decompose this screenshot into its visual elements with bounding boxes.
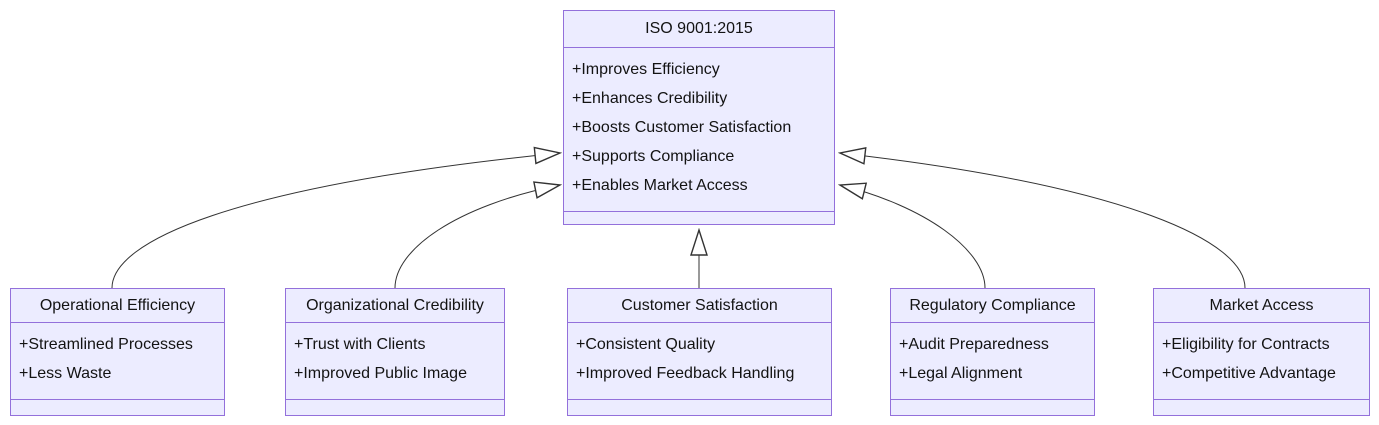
attribute-row: +Legal Alignment	[899, 365, 1023, 382]
edge-organizational-credibility-to-iso	[394, 185, 560, 289]
attribute-row: +Supports Compliance	[572, 148, 735, 165]
class-methods-empty-compartment	[568, 400, 831, 415]
class-title: Market Access	[1154, 289, 1369, 323]
class-box-iso-9001-2015: ISO 9001:2015 +Improves Efficiency +Enha…	[563, 10, 835, 225]
attribute-row: +Competitive Advantage	[1162, 365, 1336, 382]
edge-market-access-to-iso	[840, 153, 1246, 289]
class-title: Organizational Credibility	[286, 289, 504, 323]
class-methods-empty-compartment	[1154, 400, 1369, 415]
class-box-market-access: Market Access +Eligibility for Contracts…	[1153, 288, 1370, 416]
edge-operational-efficiency-to-iso	[111, 153, 560, 289]
class-attributes: +Trust with Clients +Improved Public Ima…	[286, 323, 504, 400]
attribute-row: +Enables Market Access	[572, 177, 748, 194]
class-title: Operational Efficiency	[11, 289, 224, 323]
class-methods-empty-compartment	[286, 400, 504, 415]
class-methods-empty-compartment	[11, 400, 224, 415]
class-box-customer-satisfaction: Customer Satisfaction +Consistent Qualit…	[567, 288, 832, 416]
class-title: Regulatory Compliance	[891, 289, 1094, 323]
class-box-operational-efficiency: Operational Efficiency +Streamlined Proc…	[10, 288, 225, 416]
edge-regulatory-compliance-to-iso	[840, 185, 986, 289]
attribute-row: +Trust with Clients	[294, 336, 426, 353]
class-attributes: +Improves Efficiency +Enhances Credibili…	[564, 48, 834, 212]
class-methods-empty-compartment	[891, 400, 1094, 415]
class-title: ISO 9001:2015	[564, 11, 834, 48]
class-box-organizational-credibility: Organizational Credibility +Trust with C…	[285, 288, 505, 416]
attribute-row: +Enhances Credibility	[572, 90, 728, 107]
class-attributes: +Audit Preparedness +Legal Alignment	[891, 323, 1094, 400]
class-title: Customer Satisfaction	[568, 289, 831, 323]
class-attributes: +Streamlined Processes +Less Waste	[11, 323, 224, 400]
class-attributes: +Consistent Quality +Improved Feedback H…	[568, 323, 831, 400]
attribute-row: +Eligibility for Contracts	[1162, 336, 1330, 353]
class-box-regulatory-compliance: Regulatory Compliance +Audit Preparednes…	[890, 288, 1095, 416]
attribute-row: +Improves Efficiency	[572, 61, 720, 78]
attribute-row: +Less Waste	[19, 365, 112, 382]
attribute-row: +Consistent Quality	[576, 336, 716, 353]
class-attributes: +Eligibility for Contracts +Competitive …	[1154, 323, 1369, 400]
attribute-row: +Streamlined Processes	[19, 336, 193, 353]
attribute-row: +Audit Preparedness	[899, 336, 1049, 353]
attribute-row: +Improved Public Image	[294, 365, 467, 382]
attribute-row: +Improved Feedback Handling	[576, 365, 795, 382]
attribute-row: +Boosts Customer Satisfaction	[572, 119, 792, 136]
class-methods-empty-compartment	[564, 212, 834, 224]
